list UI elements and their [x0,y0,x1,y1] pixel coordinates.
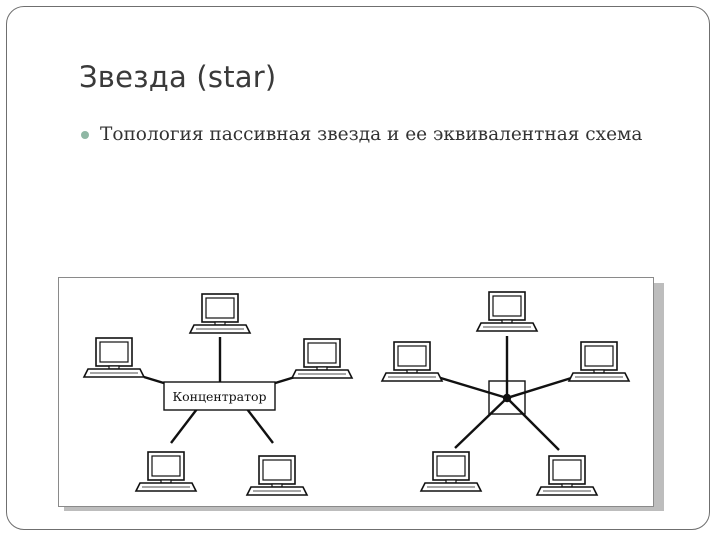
right-links [433,336,582,451]
right-link-lower-right [506,397,560,451]
left-hub: Концентратор [163,381,276,411]
computer-icon [135,451,197,492]
computer-icon [246,455,308,496]
computer-icon [83,337,145,378]
junction-node [502,393,512,403]
computer-icon [381,341,443,382]
left-star: Концентратор [83,293,353,496]
left-link-upper-right [271,375,296,386]
bullet-text: Топология пассивная звезда и ее эквивале… [100,124,643,145]
topology-diagram: Концентратор [83,291,630,496]
right-link-upper-left [433,374,508,400]
right-star [381,291,630,496]
topology-figure: Концентратор [58,277,654,507]
left-link-lower-right [246,408,274,444]
left-link-upper-left [143,375,168,386]
computer-icon [536,455,598,496]
right-link-lower-left [454,397,508,449]
junction-box [488,380,526,415]
computer-icon [476,291,538,332]
hub-box [163,381,276,411]
right-link-upper-right [506,373,582,400]
computer-icon [420,451,482,492]
slide-title: Звезда (star) [79,60,277,94]
left-link-lower-left [170,408,198,444]
computer-icon [568,341,630,382]
computer-icon [291,338,353,379]
bullet-list: Топология пассивная звезда и ее эквивале… [80,120,680,150]
left-links [143,337,296,444]
bullet-icon [81,131,89,139]
hub-label: Концентратор [172,389,266,404]
bullet-item: Топология пассивная звезда и ее эквивале… [80,120,680,150]
computer-icon [189,293,251,334]
